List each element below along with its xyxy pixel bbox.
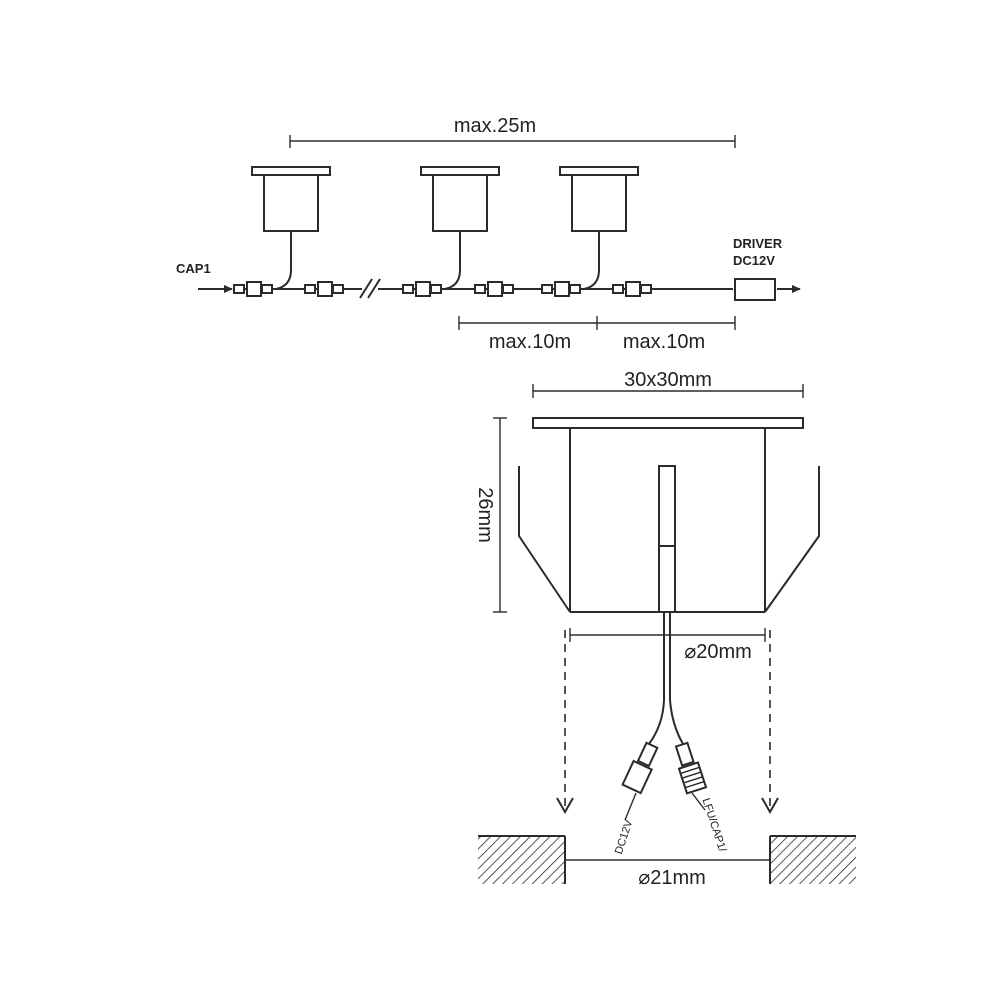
lfu-cap1-connector-label: LFU/CAP1/ [700, 797, 729, 855]
segment-length-label-1: max.10m [489, 331, 571, 353]
height-label: 26mm [474, 487, 496, 543]
connector [474, 281, 514, 297]
hole-diameter-label: ⌀21mm [638, 867, 706, 889]
input-label: CAP1 [176, 261, 211, 276]
lfu-cap1-connector [674, 741, 708, 795]
lamp-1 [251, 166, 331, 290]
total-length-label: max.25m [454, 115, 536, 137]
lamp-cables [648, 612, 684, 745]
driver: DRIVER DC12V [733, 236, 783, 301]
height-dimension: 26mm [474, 417, 507, 613]
segment-dimensions: max.10m max.10m [458, 316, 736, 353]
driver-label: DRIVER [733, 236, 783, 251]
dc12v-connector-label: DC12V [613, 818, 636, 856]
insertion-guides [556, 630, 779, 815]
lamp-detail: 30x30mm 26mm [474, 369, 856, 889]
total-length-dimension: max.25m [289, 115, 736, 148]
mounting-surface [478, 835, 856, 884]
lamp-2 [420, 166, 500, 290]
connectors [233, 281, 652, 297]
lamp-body [518, 417, 820, 613]
body-diameter-label: ⌀20mm [684, 641, 752, 663]
connector [541, 281, 581, 297]
segment-length-label-2: max.10m [623, 331, 705, 353]
wiring-diagram: max.25m [176, 115, 801, 353]
driver-voltage-label: DC12V [733, 253, 775, 268]
dc12v-connector [621, 741, 659, 795]
width-label: 30x30mm [624, 369, 712, 391]
connector [233, 281, 273, 297]
connector [612, 281, 652, 297]
connector-labels: DC12V LFU/CAP1/ [613, 792, 729, 856]
connector [402, 281, 442, 297]
connector [304, 281, 344, 297]
hole-diameter-dimension: ⌀21mm [565, 859, 770, 889]
width-dimension: 30x30mm [532, 369, 804, 398]
lamp-3 [559, 166, 639, 290]
body-diameter-dimension: ⌀20mm [569, 628, 766, 663]
